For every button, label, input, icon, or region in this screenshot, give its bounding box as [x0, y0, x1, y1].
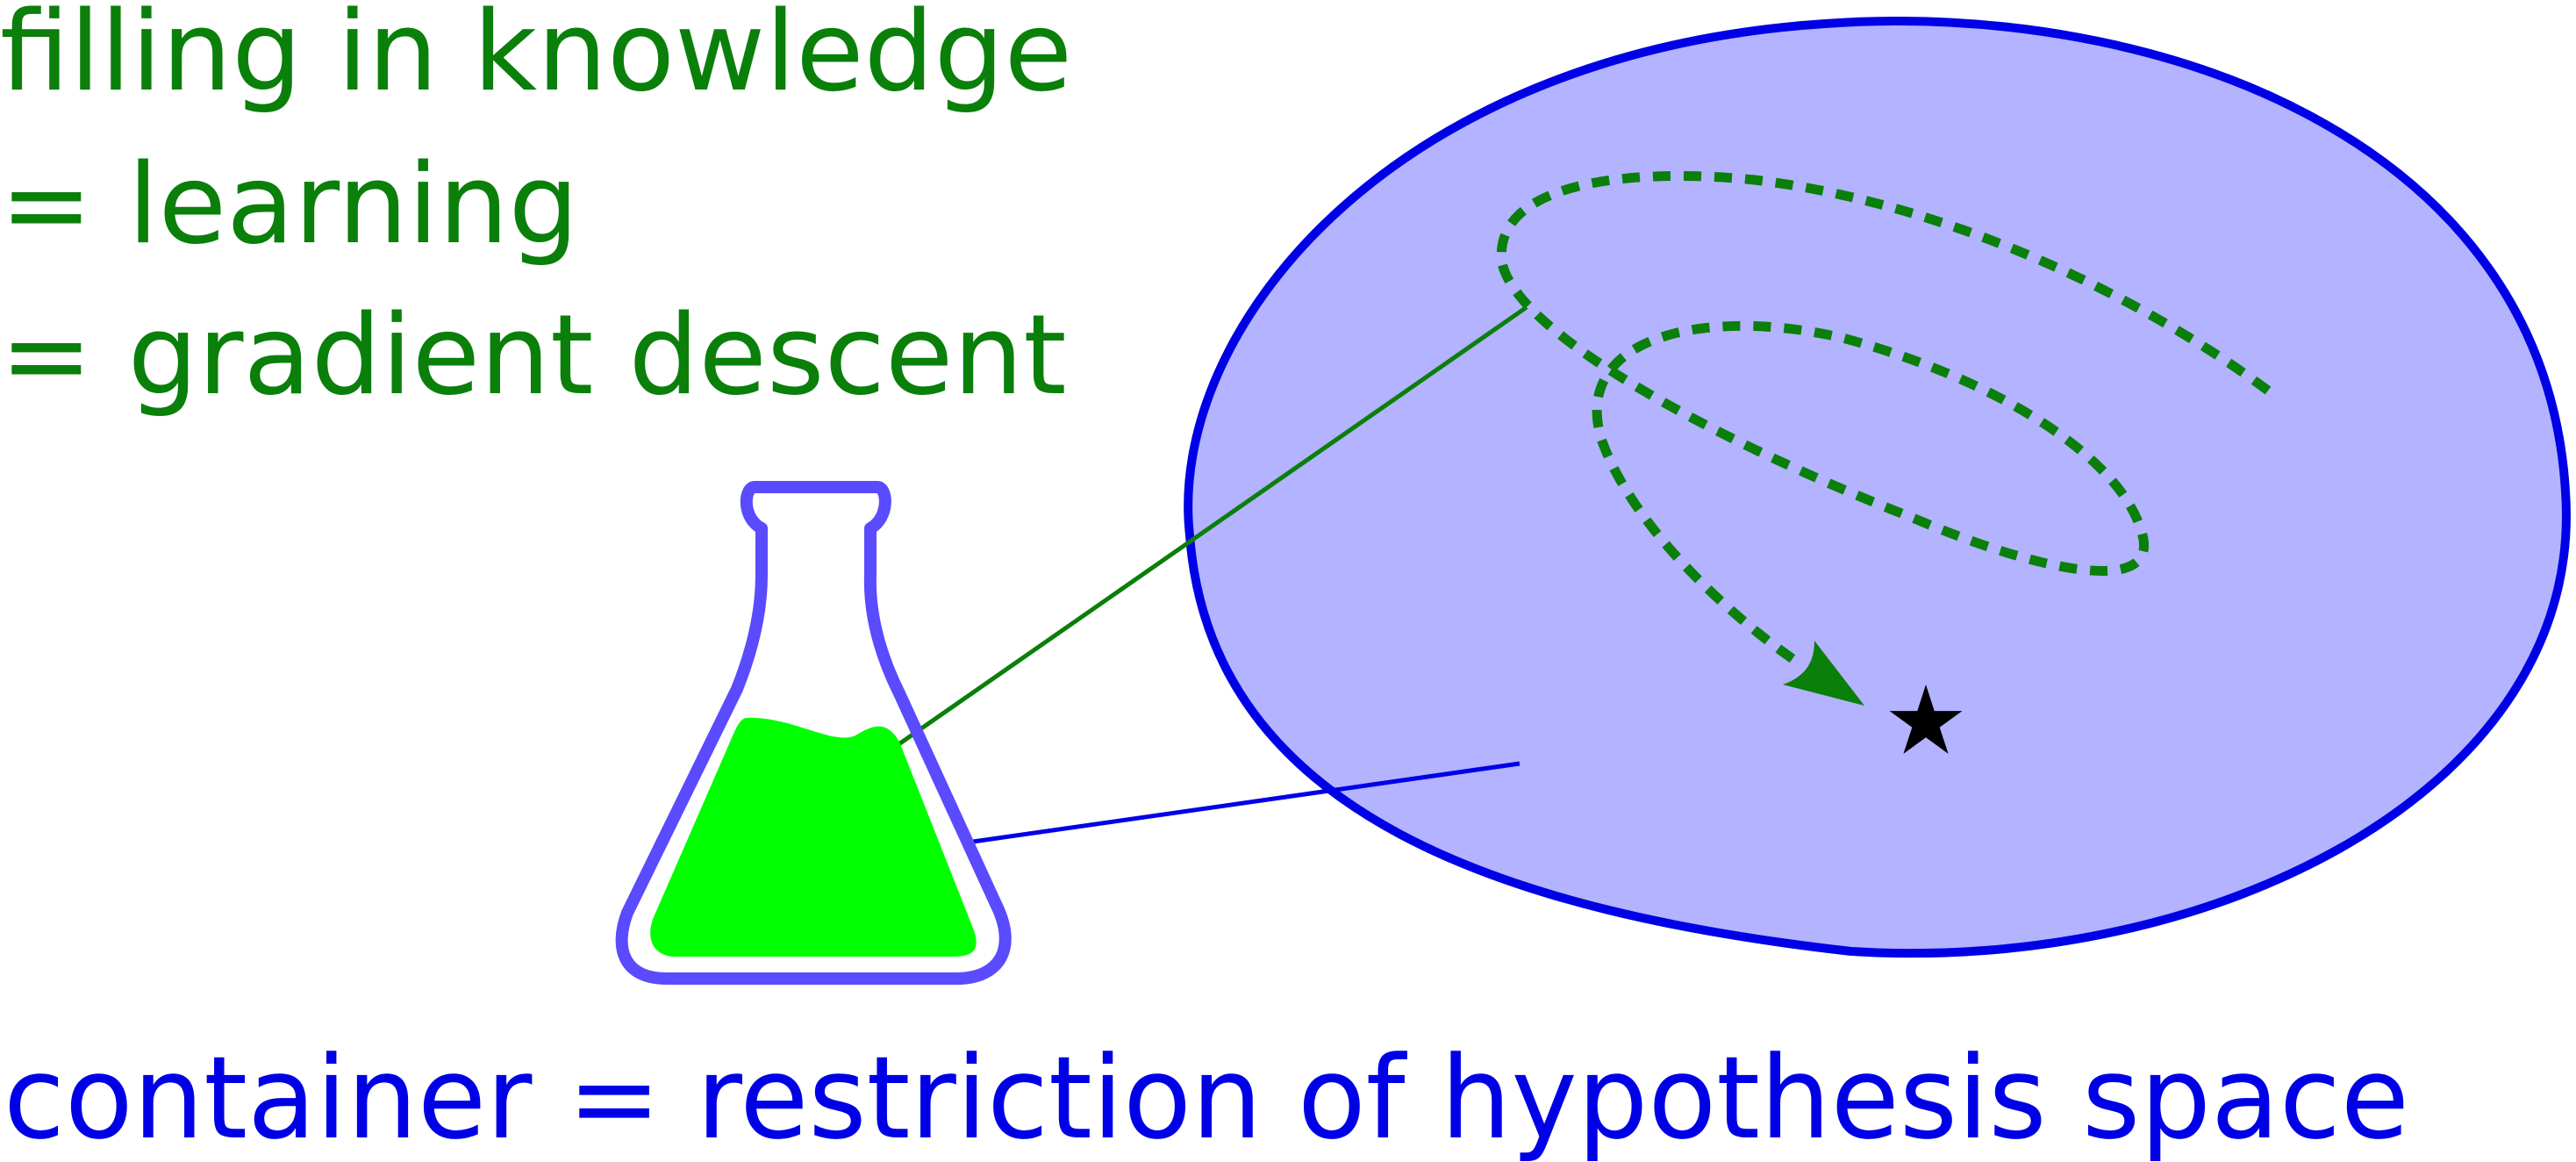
title-line-1: filling in knowledge	[0, 0, 1072, 116]
flask-icon	[615, 481, 1012, 985]
flask-outline	[615, 481, 1012, 985]
gradient-descent-path	[1496, 170, 2272, 664]
hypothesis-space-region	[1184, 17, 2571, 958]
flask-liquid	[650, 717, 977, 957]
restriction-connector-line	[966, 761, 1521, 845]
knowledge-connector-line	[804, 305, 1528, 812]
arrowhead-icon	[1783, 641, 1864, 706]
title-line-3: = gradient descent	[0, 290, 1067, 420]
caption: container = restriction of hypothesis sp…	[4, 1031, 2409, 1162]
star-icon	[1889, 685, 1963, 754]
title-line-2: = learning	[0, 140, 579, 269]
